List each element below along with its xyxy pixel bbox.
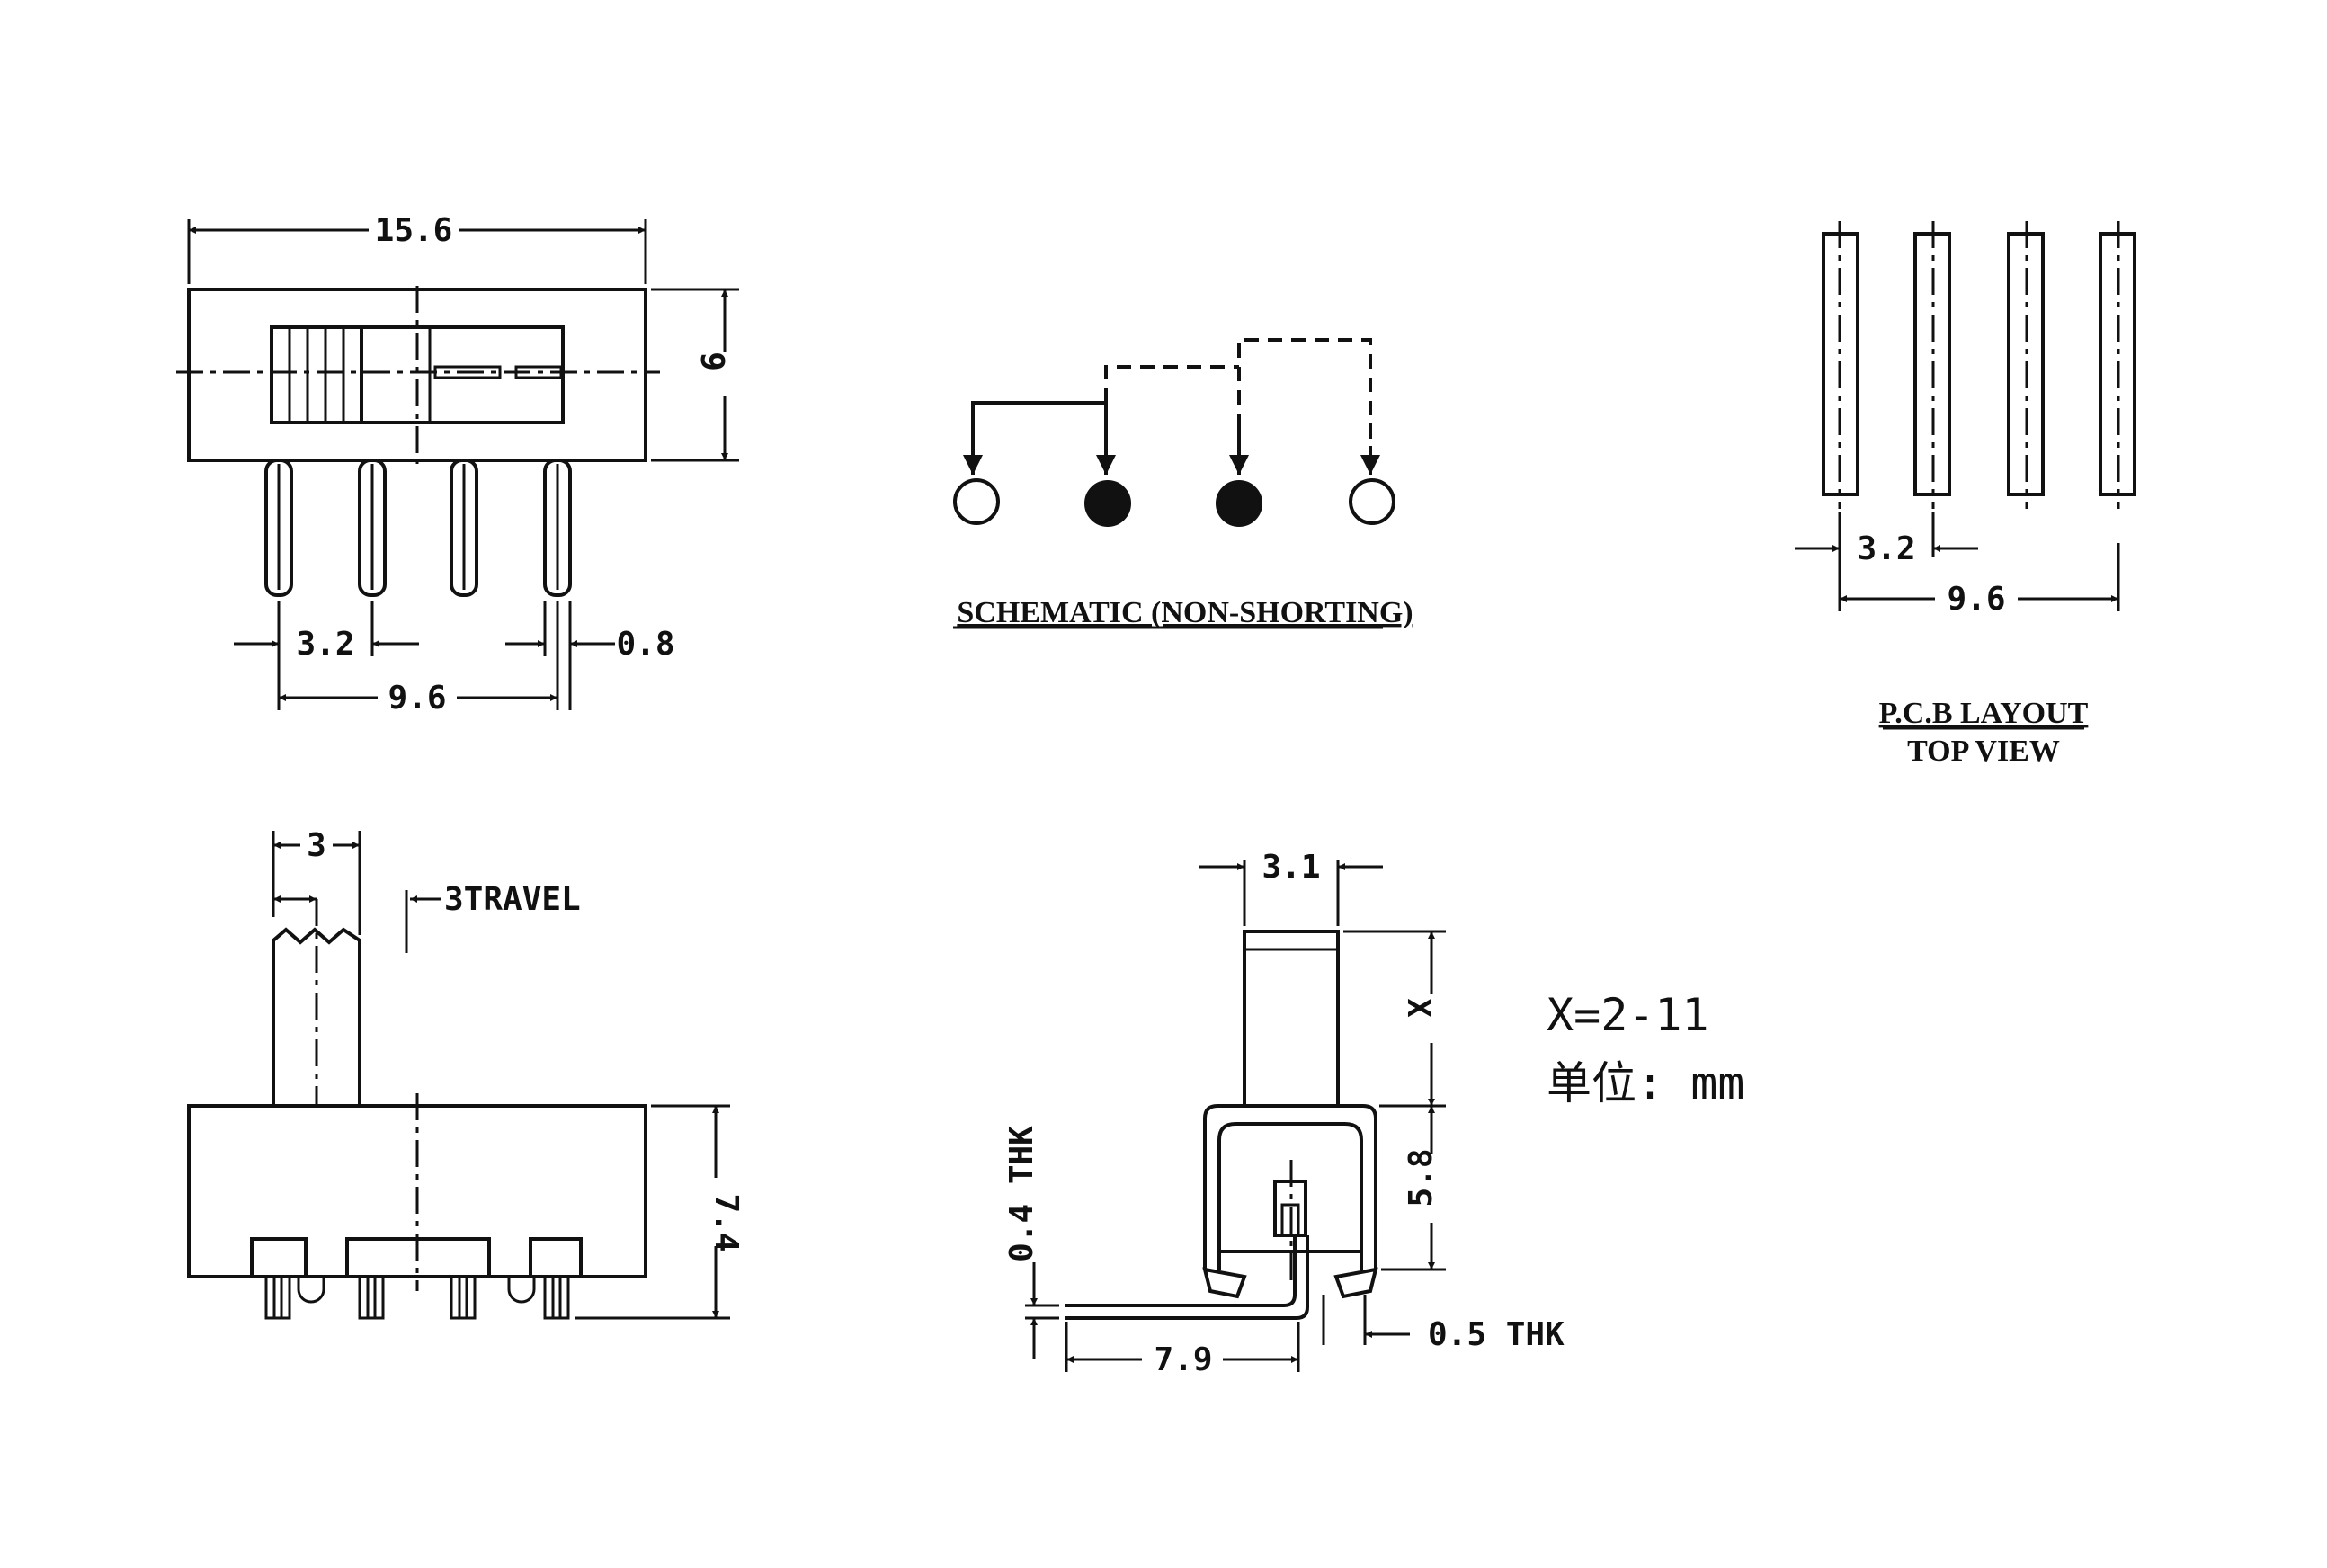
terminal-common-1 bbox=[1084, 480, 1131, 527]
units-note: 单位: mm bbox=[1547, 1057, 1744, 1109]
pcb-layout: 3.2 9.6 P.C.B LAYOUT TOP VIEW bbox=[1795, 221, 2136, 768]
front-width-dim: 15.6 bbox=[375, 212, 453, 249]
end-body-dim: 5.8 bbox=[1403, 1148, 1440, 1207]
front-view: 15.6 6 3.2 0.8 9.6 bbox=[176, 212, 739, 717]
side-height-dim: 7.4 bbox=[708, 1193, 744, 1252]
travel-label: 3TRAVEL bbox=[444, 881, 581, 918]
schematic: SCHEMATIC (NON-SHORTING) bbox=[953, 338, 1413, 629]
terminal-common-2 bbox=[1216, 480, 1262, 527]
end-x-dim: X bbox=[1403, 998, 1440, 1018]
pcb-subtitle: TOP VIEW bbox=[1907, 735, 2060, 768]
front-span-dim: 9.6 bbox=[388, 680, 446, 717]
front-height-dim: 6 bbox=[696, 352, 733, 371]
thk-04-label: 0.4 THK bbox=[1003, 1126, 1040, 1262]
notes: X=2-11 单位: mm bbox=[1547, 989, 1744, 1109]
end-length-dim: 7.9 bbox=[1154, 1341, 1212, 1378]
pcb-title: P.C.B LAYOUT bbox=[1879, 697, 2089, 730]
terminal-open-1 bbox=[953, 478, 1000, 525]
schematic-title: SCHEMATIC (NON-SHORTING) bbox=[957, 596, 1413, 629]
terminal-open-2 bbox=[1349, 478, 1395, 525]
end-view: 3.1 X 5.8 0.4 THK 7.9 0.5 THK bbox=[1003, 849, 1565, 1378]
front-pin-dim: 0.8 bbox=[616, 626, 674, 663]
pcb-pitch-dim: 3.2 bbox=[1857, 530, 1915, 567]
end-actuator-dim: 3.1 bbox=[1262, 849, 1320, 886]
side-actuator-dim: 3 bbox=[307, 827, 326, 864]
thk-05-label: 0.5 THK bbox=[1428, 1316, 1565, 1353]
front-pitch-dim: 3.2 bbox=[296, 626, 354, 663]
x-range-note: X=2-11 bbox=[1547, 989, 1709, 1041]
side-view: 3 3TRAVEL 7.4 bbox=[187, 827, 744, 1320]
pcb-span-dim: 9.6 bbox=[1947, 581, 2005, 618]
